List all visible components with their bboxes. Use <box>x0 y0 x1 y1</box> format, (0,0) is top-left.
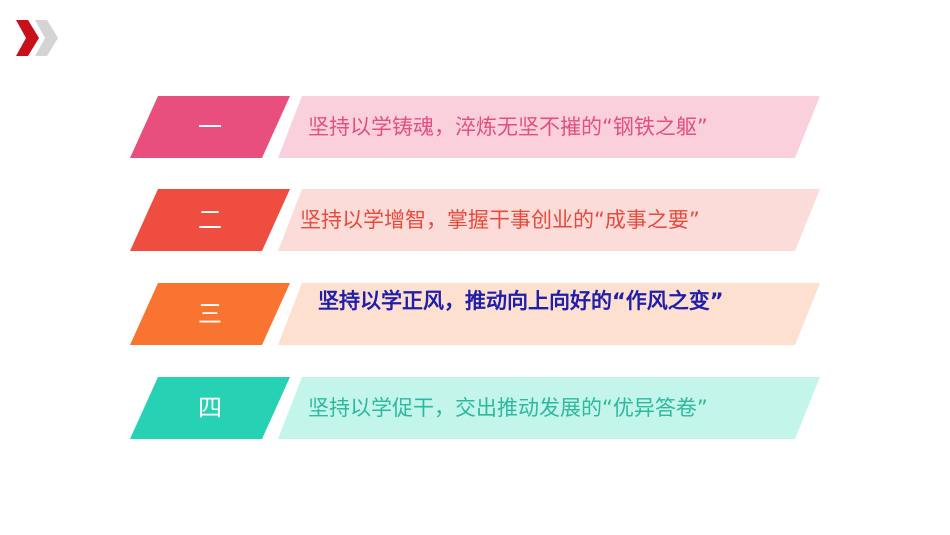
item-text-bar: 坚持以学促干，交出推动发展的“优异答卷” <box>278 377 820 439</box>
item-number-badge: 一 <box>130 96 290 158</box>
item-text-bar: 坚持以学铸魂，淬炼无坚不摧的“钢铁之躯” <box>278 96 820 158</box>
item-number: 二 <box>198 206 222 234</box>
list-item: 一 坚持以学铸魂，淬炼无坚不摧的“钢铁之躯” <box>0 96 950 158</box>
item-number-badge: 二 <box>130 189 290 251</box>
item-number: 三 <box>198 300 222 328</box>
list-item: 二 坚持以学增智，掌握干事创业的“成事之要” <box>0 189 950 251</box>
item-number-badge: 三 <box>130 283 290 345</box>
item-number: 一 <box>198 113 222 141</box>
item-text: 坚持以学增智，掌握干事创业的“成事之要” <box>300 208 700 232</box>
item-text-bar: 坚持以学正风，推动向上向好的“作风之变” <box>278 283 820 345</box>
item-text: 坚持以学铸魂，淬炼无坚不摧的“钢铁之躯” <box>308 115 708 139</box>
double-chevron-icon <box>16 20 58 56</box>
item-text: 坚持以学正风，推动向上向好的“作风之变” <box>318 289 724 313</box>
item-number: 四 <box>198 394 222 422</box>
item-text: 坚持以学促干，交出推动发展的“优异答卷” <box>308 396 708 420</box>
item-number-badge: 四 <box>130 377 290 439</box>
list-item: 四 坚持以学促干，交出推动发展的“优异答卷” <box>0 377 950 439</box>
list-item: 三 坚持以学正风，推动向上向好的“作风之变” <box>0 283 950 345</box>
item-text-bar: 坚持以学增智，掌握干事创业的“成事之要” <box>278 189 820 251</box>
